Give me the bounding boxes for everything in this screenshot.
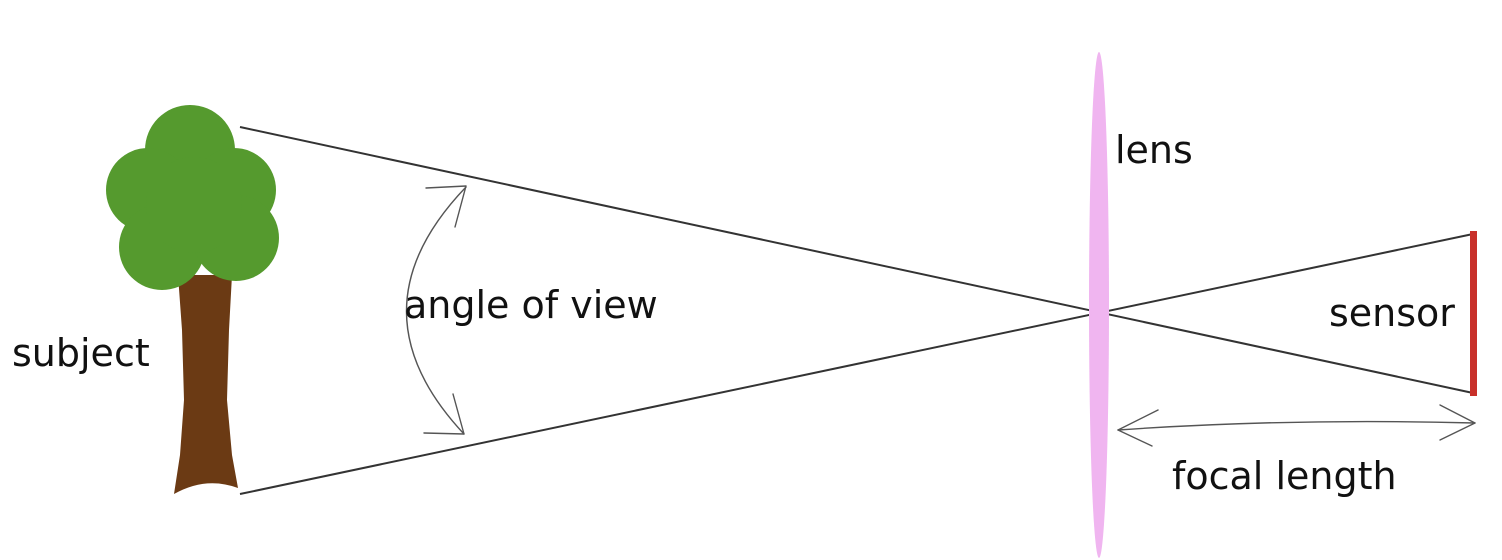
sensor-bar	[1470, 231, 1477, 396]
subject-label: subject	[12, 331, 150, 375]
sensor-label: sensor	[1329, 291, 1455, 335]
angle-arc-arrow	[405, 185, 467, 435]
bottom-ray	[239, 233, 1474, 495]
arc-arrowhead-top	[425, 185, 467, 228]
focal-length-arrow	[1117, 404, 1476, 447]
arc-arrowhead-bottom	[423, 393, 465, 435]
focal-arrowhead-right	[1439, 404, 1476, 441]
lens-label: lens	[1115, 128, 1193, 172]
focal-arrowhead-left	[1117, 409, 1159, 447]
lens-shape	[1089, 52, 1109, 558]
focal-length-label: focal length	[1172, 454, 1397, 498]
tree-foliage	[106, 105, 279, 290]
tree-trunk	[174, 275, 238, 494]
top-ray	[239, 126, 1474, 394]
angle-of-view-label: angle of view	[404, 283, 658, 327]
tree-illustration	[106, 105, 279, 494]
